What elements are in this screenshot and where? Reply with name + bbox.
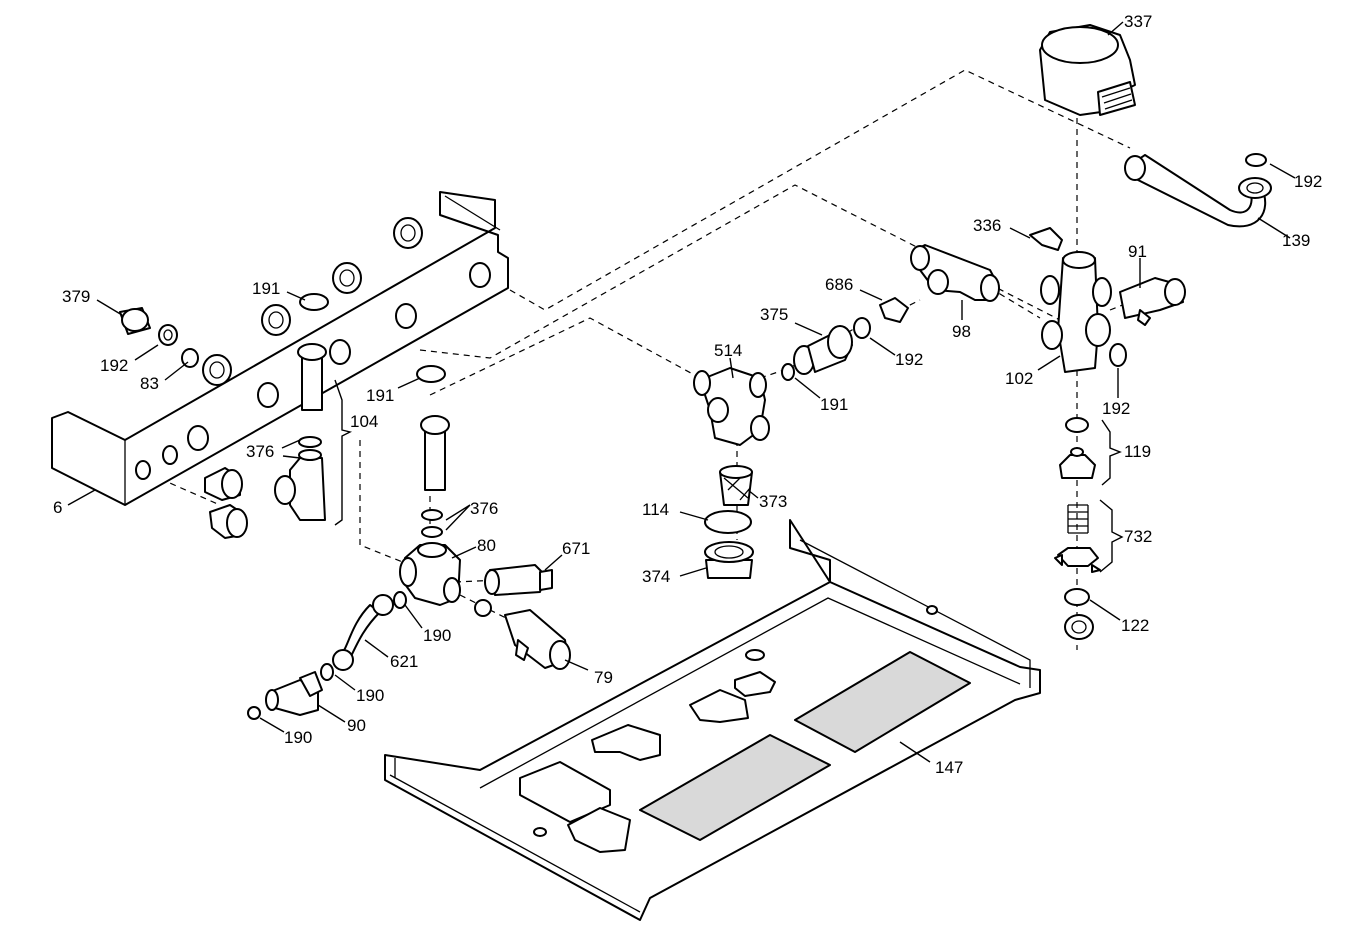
callout-376-left: 376	[246, 442, 274, 461]
spring-732	[1067, 504, 1089, 534]
tee-98	[910, 244, 1000, 302]
washer-192-union	[853, 317, 871, 339]
washer-192-manifold	[1109, 343, 1127, 367]
retainer-732	[1054, 547, 1101, 573]
clip-336	[1029, 227, 1063, 251]
valve-671	[484, 564, 553, 596]
callout-191-union: 191	[820, 395, 848, 414]
callout-373: 373	[759, 492, 787, 511]
callout-labels: 337 192 139 336 91 686 375 98 192 102 19…	[53, 12, 1322, 777]
callout-122: 122	[1121, 616, 1149, 635]
manifold-102	[1040, 251, 1112, 373]
callout-192-manifold: 192	[1102, 399, 1130, 418]
filter-373	[719, 465, 753, 506]
connector-374	[704, 541, 754, 579]
insert-119	[1059, 447, 1096, 479]
tee-514	[693, 367, 770, 446]
callout-6: 6	[53, 498, 62, 517]
callout-376-center: 376	[470, 499, 498, 518]
callout-191-mid: 191	[366, 386, 394, 405]
callout-90: 90	[347, 716, 366, 735]
base-tray-147	[384, 519, 1041, 921]
callout-192-pipe: 192	[1294, 172, 1322, 191]
callout-621: 621	[390, 652, 418, 671]
callout-139: 139	[1282, 231, 1310, 250]
callout-375: 375	[760, 305, 788, 324]
washer-191	[781, 363, 795, 381]
callout-83: 83	[140, 374, 159, 393]
valve-91	[1119, 277, 1186, 326]
callout-686: 686	[825, 275, 853, 294]
o-ring-122	[1064, 588, 1090, 606]
callout-192-left: 192	[100, 356, 128, 375]
pump-head-337	[1039, 24, 1136, 116]
union-375	[793, 325, 853, 375]
callout-102: 102	[1005, 369, 1033, 388]
callout-80: 80	[477, 536, 496, 555]
leader-lines	[67, 21, 1296, 763]
valve-79	[474, 599, 571, 670]
cock-fittings-left	[204, 467, 248, 539]
bracket-119	[1101, 419, 1122, 486]
callout-514: 514	[714, 341, 742, 360]
callout-190-c: 190	[284, 728, 312, 747]
callout-114: 114	[642, 500, 669, 519]
callout-98: 98	[952, 322, 971, 341]
callout-671: 671	[562, 539, 590, 558]
callout-91: 91	[1128, 242, 1147, 261]
callout-192-union: 192	[895, 350, 923, 369]
pipe-621-and-tap-90	[247, 591, 407, 720]
mounting-bracket-6	[51, 191, 509, 506]
pipe-139	[1124, 154, 1272, 228]
callout-104: 104	[350, 412, 378, 431]
callout-190-a: 190	[423, 626, 451, 645]
washer-192-pipe	[1245, 153, 1267, 167]
clip-686	[879, 297, 909, 323]
o-ring-114	[704, 510, 752, 534]
bracket-nuts	[119, 217, 446, 386]
callout-147: 147	[935, 758, 963, 777]
callout-190-b: 190	[356, 686, 384, 705]
pipe-and-tee-80	[399, 415, 461, 606]
callout-79: 79	[594, 668, 613, 687]
nut-122	[1064, 614, 1094, 640]
callout-732: 732	[1124, 527, 1152, 546]
pipe-104	[274, 343, 353, 526]
o-ring-119	[1065, 417, 1089, 433]
bracket-732	[1099, 499, 1124, 573]
callout-191-top: 191	[252, 279, 280, 298]
callout-337: 337	[1124, 12, 1152, 31]
callout-336: 336	[973, 216, 1001, 235]
callout-374: 374	[642, 567, 670, 586]
callout-119: 119	[1124, 442, 1151, 461]
callout-379: 379	[62, 287, 90, 306]
